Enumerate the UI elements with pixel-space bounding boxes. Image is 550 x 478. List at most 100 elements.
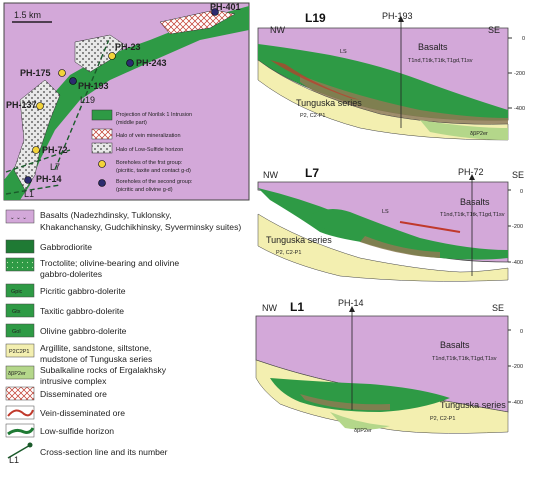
map-legend-projection: Projection of Norilsk 1 Intrusion: [116, 112, 192, 118]
section-L1-well: PH-14: [338, 298, 364, 308]
legend-swatch-subalk: [5, 365, 35, 380]
section-L19-ls: LS: [340, 49, 347, 55]
legend-label-subalk-2: intrusive complex: [40, 376, 107, 386]
borehole-PH-23: [108, 52, 116, 60]
legend-swatch-second: [98, 179, 106, 187]
vein-halo: [159, 9, 236, 35]
legend-label-argillite-2: mudstone of Tunguska series: [40, 354, 152, 364]
section-L1-title: L1: [290, 300, 304, 314]
section-L1-depth-400: -400: [512, 400, 523, 406]
legend-code-subalk: δβP2er: [8, 371, 26, 377]
section-L19-depth-0: 0: [522, 36, 525, 42]
section-L19-nw: NW: [270, 25, 285, 35]
borehole-PH-243: [126, 59, 134, 67]
section-L19-basalt-units: T1nd,T1tk,T1tk,T1gd,T1sv: [408, 58, 473, 64]
section-L19-basalts: Basalts: [418, 42, 448, 52]
section-L1-tung-units: P2, C2-P1: [430, 416, 455, 422]
legend-code-olivine: Gol: [12, 329, 21, 335]
section-L19-title: L19: [305, 11, 326, 25]
borehole-PH-401: [211, 8, 219, 16]
legend-swatch-picritic: [5, 283, 35, 298]
section-L1-depth-200: -200: [512, 364, 523, 370]
section-L1-se: SE: [492, 303, 504, 313]
section-L19-tung-units: P2, C2-P1: [300, 113, 325, 119]
legend-swatch-lowsulf: [91, 142, 113, 154]
svg-text:⌄ ⌄ ⌄: ⌄ ⌄ ⌄: [10, 215, 27, 221]
legend-label-basalts-2: Khakanchansky, Gudchikhinsky, Syverminsk…: [40, 222, 241, 232]
legend-swatch-olivine: [5, 323, 35, 338]
section-L19-subalk: δβP2er: [470, 131, 488, 137]
section-L7-se: SE: [512, 170, 524, 180]
olivine-lower: [300, 75, 508, 125]
section-L1-basalts: Basalts: [440, 340, 470, 350]
borehole-PH-14: [24, 176, 32, 184]
low-sulfide-halo-north: [74, 34, 126, 73]
legend-label-gabbrodiorite: Gabbrodiorite: [40, 242, 92, 252]
borehole-PH-137: [36, 102, 44, 110]
section-L7-tunguska: Tunguska series: [266, 235, 332, 245]
subalk-layer: [330, 412, 390, 430]
section-L7-depth-400: -400: [512, 260, 523, 266]
section-L1-tunguska: Tunguska series: [440, 400, 506, 410]
olivine-lower: [300, 394, 390, 411]
map-line-L7: L7: [50, 162, 60, 172]
map-legend: Projection of Norilsk 1 Intrusion (middl…: [91, 109, 193, 193]
legend-label-troctolite: Troctolite; olivine-bearing and olivine: [40, 258, 179, 268]
borehole-PH-175: [58, 69, 66, 77]
label-PH-193: PH-193: [78, 81, 109, 91]
section-L7-tung-units: P2, C2-P1: [276, 250, 301, 256]
section-L7: NW L7 PH-72 SE Basalts T1nd,T1tk,T1tk,T1…: [257, 166, 524, 282]
legend-swatch-basalts: [5, 209, 35, 224]
legend-swatch-first: [98, 160, 106, 168]
legend-swatch-argillite: [5, 343, 35, 358]
legend-swatch-gabbrodiorite: [5, 239, 35, 254]
legend-label-olivine: Olivine gabbro-dolerite: [40, 326, 127, 336]
legend-swatch-projection: [91, 109, 113, 121]
section-L1: NW L1 PH-14 SE Basalts T1nd,T1tk,T1tk,T1…: [255, 298, 523, 434]
main-legend: ⌄ ⌄ ⌄ Gpic Gtx Gol P2C2P1 δβP2er L1 Basa…: [5, 209, 241, 465]
legend-label-lowsulfide: Low-sulfide horizon: [40, 426, 114, 436]
map-legend-first: Boreholes of the frst group:: [116, 160, 183, 166]
map-legend-second: Boreholes of the second group:: [116, 179, 193, 185]
label-PH-14: PH-14: [36, 174, 62, 184]
intrusion-body: [310, 208, 508, 260]
label-PH-23: PH-23: [115, 42, 141, 52]
section-L1-subalk: δβP2er: [354, 428, 372, 434]
section-L7-nw: NW: [263, 170, 278, 180]
legend-swatch-vein: [91, 128, 113, 140]
legend-code-taxitic: Gtx: [12, 309, 21, 315]
legend-label-picritic: Picritic gabbro-dolerite: [40, 286, 126, 296]
legend-code-picritic: Gpic: [11, 289, 23, 295]
map-legend-lowsulf: Halo of Low-Sulfide horizon: [116, 147, 183, 153]
section-line-L1: [5, 184, 61, 195]
legend-label-dissem: Disseminated ore: [40, 389, 107, 399]
disseminated-ore: [399, 221, 461, 233]
map-legend-second-sub: (picritic and olivine g-d): [116, 187, 173, 193]
section-L19-tunguska: Tunguska series: [296, 98, 362, 108]
borehole-PH-72: [32, 146, 40, 154]
map-legend-first-sub: (picritic, taxite and contact g-d): [116, 168, 191, 174]
legend-swatch-dissem: [5, 386, 35, 401]
legend-label-taxitic: Taxitic gabbro-dolerite: [40, 306, 124, 316]
borehole-PH-193: [69, 77, 77, 85]
label-PH-175: PH-175: [20, 68, 51, 78]
low-sulfide-halo: [13, 79, 61, 191]
section-L1-basalt-units: T1nd,T1tk,T1tk,T1gd,T1sv: [432, 356, 497, 362]
section-L1-depth-0: 0: [520, 329, 523, 335]
scale-label: 1.5 km: [14, 10, 41, 20]
label-PH-401: PH-401: [210, 2, 241, 12]
olivine-lower: [360, 236, 440, 258]
legend-swatch-taxitic: [5, 303, 35, 318]
subalk-layer: [420, 120, 508, 140]
borehole-markers: [24, 8, 219, 184]
legend-label-argillite: Argillite, sandstone, siltstone,: [40, 343, 151, 353]
section-L19: NW L19 PH-193 SE Basalts T1nd,T1tk,T1tk,…: [257, 11, 525, 141]
section-L19-se: SE: [488, 25, 500, 35]
section-L7-depth-0: 0: [520, 189, 523, 195]
section-L7-ls: LS: [382, 209, 389, 215]
legend-label-crossline: Cross-section line and its number: [40, 447, 168, 457]
legend-label-troctolite-2: gabbro-dolerites: [40, 269, 102, 279]
section-L7-basalt-units: T1nd,T1tk,T1tk,T1gd,T1sv: [440, 212, 505, 218]
legend-swatch-troctolite: [5, 257, 35, 272]
